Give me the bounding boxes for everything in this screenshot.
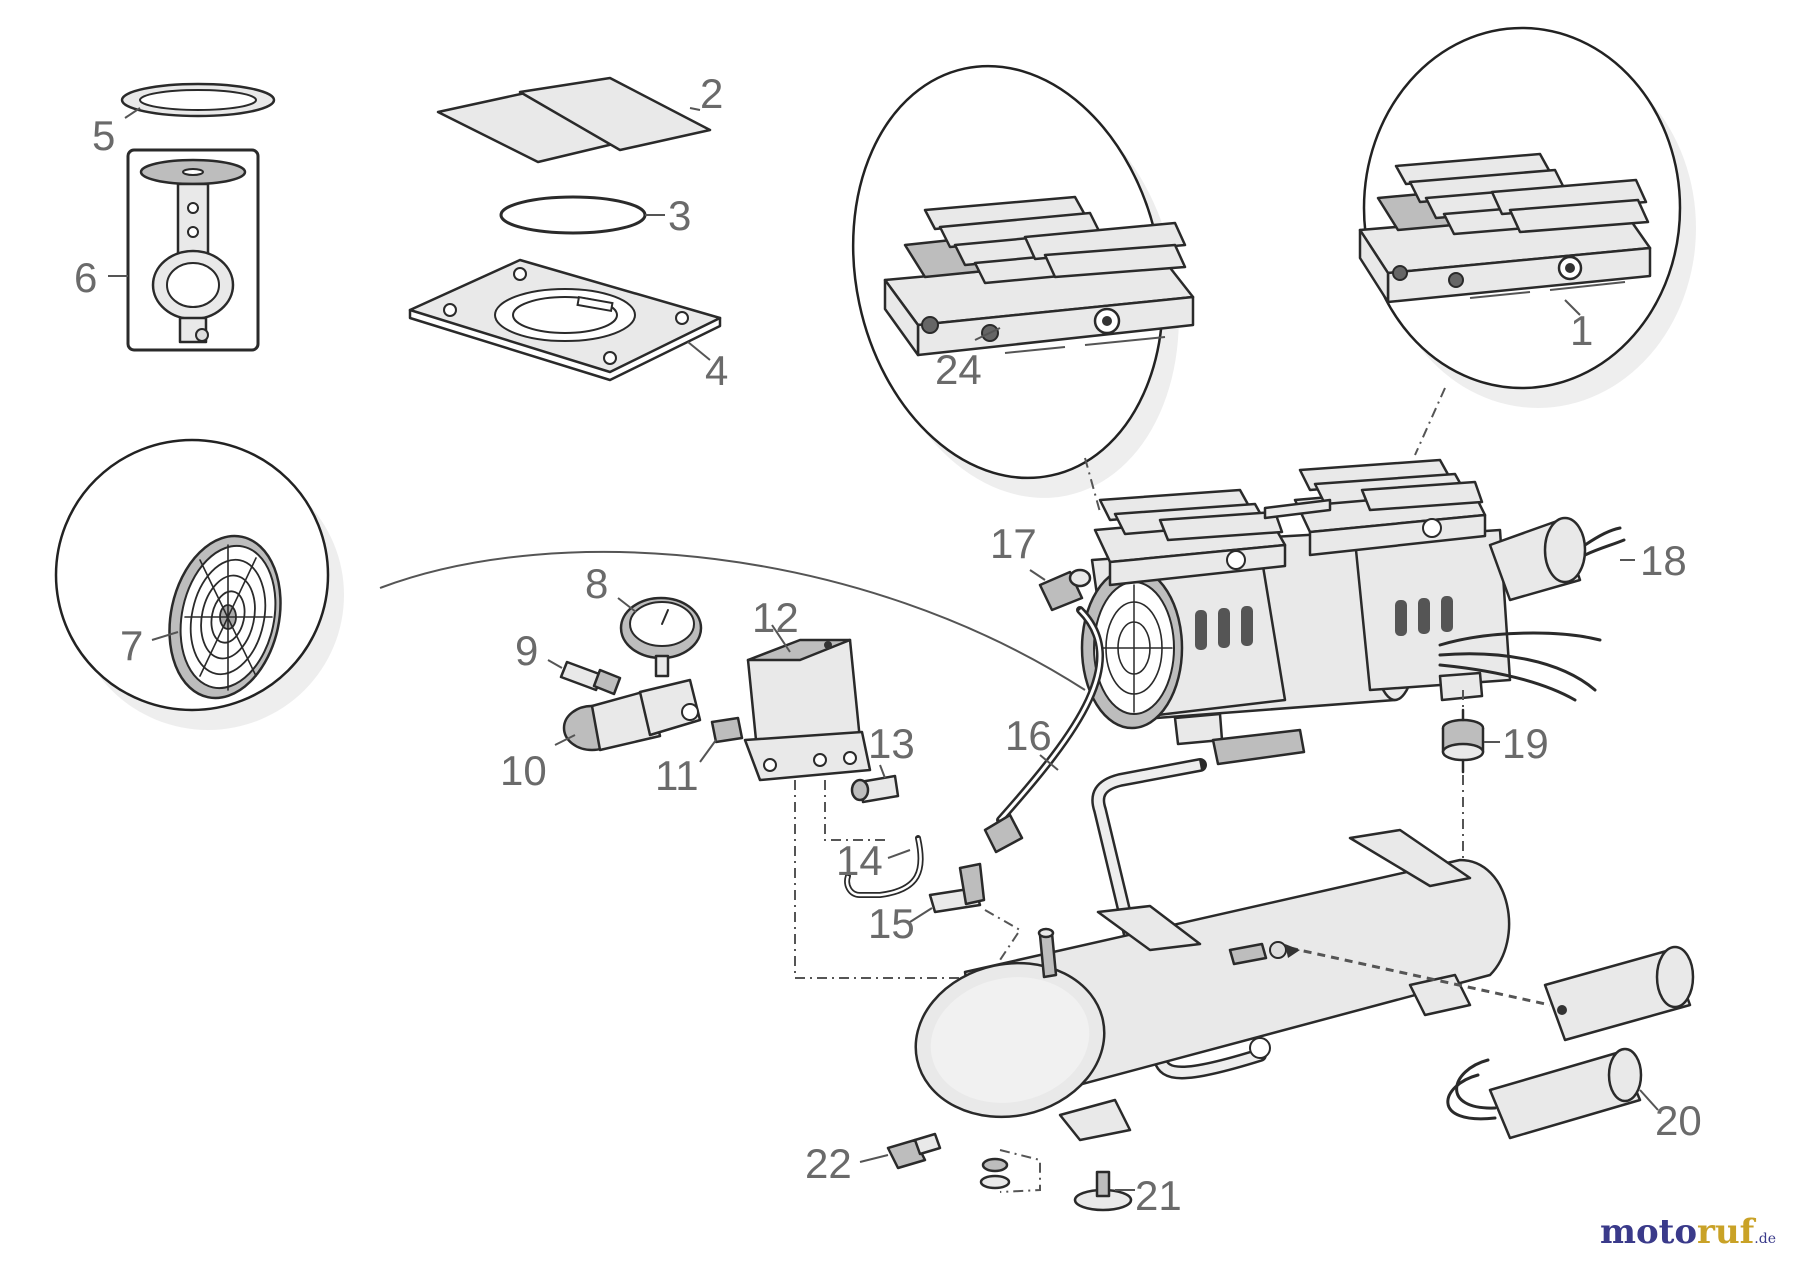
assembly-line-d xyxy=(999,1149,1041,1193)
bubble-cylinder-head-1 xyxy=(1358,26,1696,408)
callout-labels: 2 3 4 5 6 7 8 9 10 11 12 13 14 15 16 17 xyxy=(74,70,1702,1219)
part-6-connecting-rod xyxy=(126,148,260,352)
nut xyxy=(979,1157,1011,1190)
fan-guard xyxy=(168,534,282,700)
callout-10: 10 xyxy=(500,747,547,794)
leader-1 xyxy=(1414,387,1446,456)
part-15-tee-fitting xyxy=(928,862,986,914)
motoruf-watermark-logo: motoruf.de xyxy=(1599,1212,1776,1252)
leader-24 xyxy=(1084,457,1101,513)
part-3-o-ring xyxy=(499,195,647,235)
air-tank xyxy=(914,828,1511,1142)
callout-19: 19 xyxy=(1502,720,1549,767)
assembly-line-a xyxy=(794,780,1010,979)
part-19-rubber-mount xyxy=(1441,708,1485,774)
callout-1: 1 xyxy=(1570,307,1593,354)
callout-18: 18 xyxy=(1640,537,1687,584)
part-9-quick-coupler xyxy=(559,660,622,696)
callout-20: 20 xyxy=(1655,1097,1702,1144)
part-2-gasket-plates xyxy=(436,76,712,164)
callout-3: 3 xyxy=(668,192,691,239)
assembly-line-c xyxy=(984,909,1022,961)
callout-16: 16 xyxy=(1005,712,1052,759)
callout-9: 9 xyxy=(515,627,538,674)
callout-21: 21 xyxy=(1135,1172,1182,1219)
part-5-ring-gasket xyxy=(120,82,276,118)
part-8-pressure-gauge xyxy=(619,596,703,678)
callout-7: 7 xyxy=(120,622,143,669)
callout-4: 4 xyxy=(705,347,728,394)
part-12-pressure-switch xyxy=(743,638,872,782)
callout-2: 2 xyxy=(700,70,723,117)
callout-13: 13 xyxy=(868,720,915,767)
compressor-pump xyxy=(1080,458,1602,746)
leader-7 xyxy=(379,550,1086,691)
part-13-check-valve xyxy=(850,774,900,804)
callout-24: 24 xyxy=(935,346,982,393)
part-4-valve-plate xyxy=(408,258,722,382)
part-14-relief-tube xyxy=(844,835,924,898)
callout-11: 11 xyxy=(655,752,699,799)
assembly-line-b xyxy=(824,780,885,841)
part-21-rubber-foot xyxy=(1073,1170,1133,1212)
callout-17: 17 xyxy=(990,520,1037,567)
part-17-elbow-fitting xyxy=(1038,568,1092,612)
callout-12: 12 xyxy=(752,594,799,641)
callout-14: 14 xyxy=(836,837,883,884)
part-22-drain-valve xyxy=(886,1132,942,1170)
bubble-fan-guard-7 xyxy=(54,438,344,730)
callout-6: 6 xyxy=(74,254,97,301)
callout-15: 15 xyxy=(868,900,915,947)
part-11-fitting xyxy=(710,716,744,744)
callout-8: 8 xyxy=(585,560,608,607)
callout-22: 22 xyxy=(805,1140,852,1187)
part-20-capacitors xyxy=(1285,944,1695,1140)
part-10-pressure-regulator xyxy=(562,678,702,752)
callout-5: 5 xyxy=(92,112,115,159)
part-18-motor-capacitor xyxy=(1488,516,1626,602)
bubble-cylinder-head-24 xyxy=(851,64,1195,498)
part-16-discharge-hose xyxy=(983,606,1104,854)
